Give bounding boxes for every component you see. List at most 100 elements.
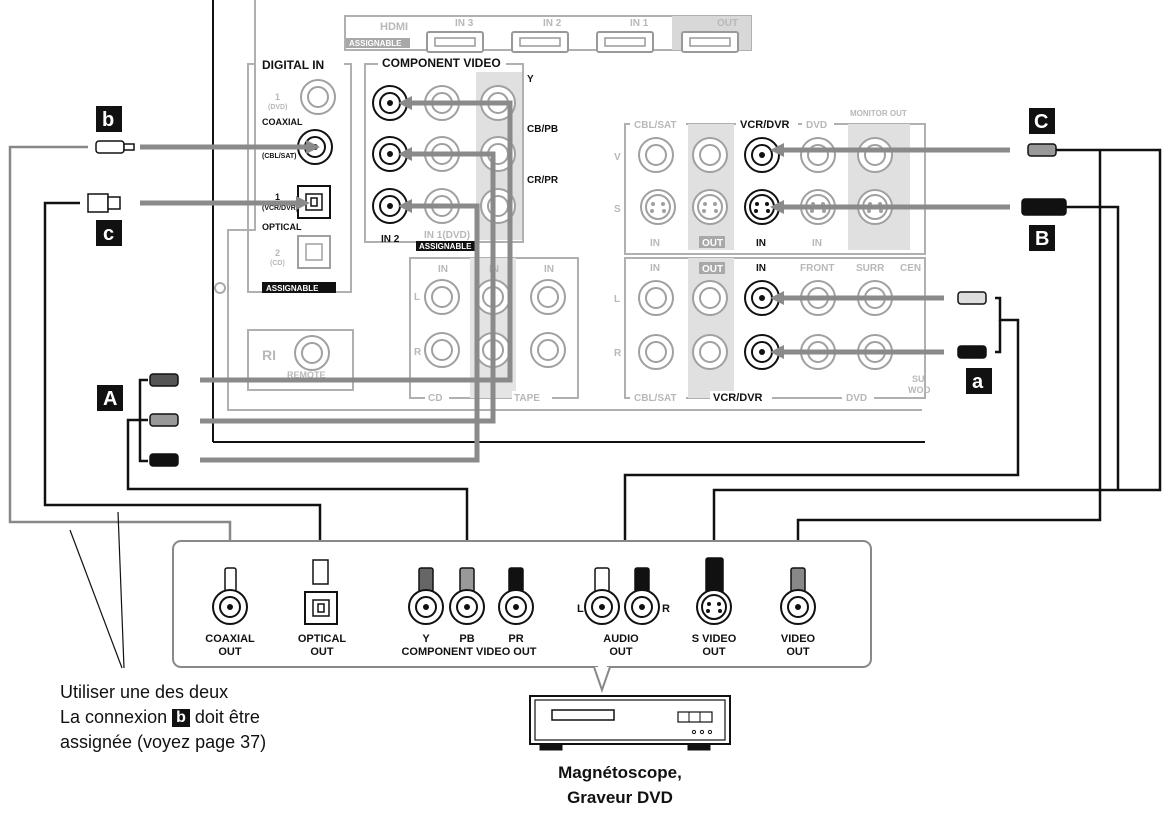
tape-in2-label: IN bbox=[544, 264, 554, 275]
coax1-jack bbox=[300, 79, 336, 115]
audio-out-label: OUT bbox=[702, 264, 723, 275]
plug-a-l bbox=[957, 291, 987, 305]
marker-A: A bbox=[103, 388, 117, 410]
video-in3-label: IN bbox=[812, 238, 822, 249]
arrow-component-pr bbox=[200, 203, 480, 463]
note-badge-b: b bbox=[172, 709, 190, 727]
optical-plug-c-tip bbox=[107, 196, 121, 210]
cblsat-audio-l-jack bbox=[638, 280, 674, 316]
audio-cblsat-label: CBL/SAT bbox=[634, 393, 677, 404]
video-in2-label: IN bbox=[756, 238, 766, 249]
marker-B: B bbox=[1035, 228, 1049, 250]
svideo-cable bbox=[1050, 205, 1120, 490]
note-line-2: La connexion b doit être bbox=[60, 705, 380, 730]
video-cable bbox=[712, 148, 1162, 558]
hdmi-in2-label: IN 2 bbox=[543, 18, 562, 29]
component-out-label: COMPONENT VIDEO OUT bbox=[401, 646, 536, 658]
audio-vcrdvr-label: VCR/DVR bbox=[713, 392, 763, 404]
plug-B bbox=[1021, 198, 1067, 216]
device-label-1: Magnétoscope, bbox=[558, 763, 682, 782]
device-video-jack bbox=[780, 589, 816, 625]
arrowheads bbox=[296, 96, 784, 359]
cable-lines bbox=[8, 145, 1162, 568]
cd-label: CD bbox=[428, 393, 442, 404]
plug-A-pr bbox=[149, 453, 179, 467]
vcr-video-out-jack bbox=[692, 137, 728, 173]
video-vcrdvr-label: VCR/DVR bbox=[740, 119, 790, 131]
optical-out-label-1: OPTICAL bbox=[298, 633, 347, 645]
monitor-video-jack bbox=[857, 137, 893, 173]
opt1-number: 1 bbox=[275, 192, 280, 202]
cblsat-audio-r-jack bbox=[638, 334, 674, 370]
coax-cbl-label: (CBL/SAT) bbox=[262, 153, 296, 160]
optical-label: OPTICAL bbox=[262, 222, 302, 232]
monitor-out-label: MONITOR OUT bbox=[850, 109, 907, 118]
cd-l-label: L bbox=[414, 292, 420, 303]
arrow-component-y bbox=[200, 100, 513, 383]
plug-A-pb bbox=[149, 413, 179, 427]
sub-label: SU bbox=[912, 374, 925, 384]
component-cb-label: CB/PB bbox=[527, 124, 558, 135]
optical2-port bbox=[297, 235, 331, 269]
hdmi-out-port bbox=[681, 31, 739, 53]
opt1-source: (VCR/DVR) bbox=[262, 205, 298, 212]
marker-C: C bbox=[1034, 111, 1048, 133]
component-cable bbox=[126, 418, 469, 568]
comp-in1-label: IN 1(DVD) bbox=[424, 230, 470, 241]
device-pb-label: PB bbox=[459, 633, 474, 645]
digital-assignable: ASSIGNABLE bbox=[266, 284, 319, 293]
cd-r-jack bbox=[424, 332, 460, 368]
opt2-number: 2 bbox=[275, 248, 280, 258]
front-label: FRONT bbox=[800, 263, 834, 274]
vcr-audio-out-l-jack bbox=[692, 280, 728, 316]
video-out-label-1: VIDEO bbox=[781, 633, 816, 645]
video-out-label: OUT bbox=[702, 238, 723, 249]
hdmi-in3-port bbox=[426, 31, 484, 53]
note-pointers bbox=[69, 511, 125, 669]
note-line-3: assignée (voyez page 37) bbox=[60, 732, 267, 752]
digital-in-title: DIGITAL IN bbox=[262, 58, 324, 72]
hdmi-in2-port bbox=[511, 31, 569, 53]
video-v-label: V bbox=[614, 152, 621, 163]
usage-note: Utiliser une des deux La connexion b doi… bbox=[60, 680, 380, 755]
device-l-label: L bbox=[577, 603, 584, 615]
coaxial-out-label-1: COAXIAL bbox=[205, 633, 255, 645]
optical-plug-c bbox=[87, 193, 109, 213]
video-dvd-label: DVD bbox=[806, 120, 827, 131]
device-r-label: R bbox=[662, 603, 670, 615]
video-input-block: CBL/SAT VCR/DVR DVD MONITOR OUT V S IN O… bbox=[614, 109, 926, 255]
device-audio-r-jack bbox=[624, 589, 660, 625]
audio-in2-label: IN bbox=[756, 263, 766, 274]
note-line-1: Utiliser une des deux bbox=[60, 682, 229, 702]
plugs bbox=[87, 140, 1067, 467]
optical-cable bbox=[43, 201, 322, 568]
device-audio-l-jack bbox=[584, 589, 620, 625]
surr-label: SURR bbox=[856, 263, 885, 274]
hdmi-in3-label: IN 3 bbox=[455, 18, 474, 29]
component-bundle bbox=[138, 378, 148, 463]
marker-a: a bbox=[972, 371, 984, 393]
receiver-panel bbox=[212, 0, 925, 443]
hdmi-assignable: ASSIGNABLE bbox=[349, 39, 402, 48]
device-y-jack bbox=[408, 589, 444, 625]
comp-assignable: ASSIGNABLE bbox=[419, 242, 472, 251]
coaxial-label: COAXIAL bbox=[262, 117, 303, 127]
cblsat-svideo-jack bbox=[640, 189, 676, 225]
hdmi-in1-label: IN 1 bbox=[630, 18, 649, 29]
device-y-label: Y bbox=[422, 633, 430, 645]
optical-out-label-2: OUT bbox=[310, 646, 334, 658]
audio-l-label: L bbox=[614, 294, 620, 305]
coaxial-out-label-2: OUT bbox=[218, 646, 242, 658]
tape-label: TAPE bbox=[514, 393, 540, 404]
hdmi-in1-port bbox=[596, 31, 654, 53]
vcr-video-in-jack bbox=[744, 137, 780, 173]
audio-r-label: R bbox=[614, 348, 622, 359]
vcr-device-icon bbox=[529, 695, 731, 751]
connection-markers: b c A C B a bbox=[96, 106, 1055, 411]
component-cr-label: CR/PR bbox=[527, 175, 559, 186]
video-out-label-2: OUT bbox=[786, 646, 810, 658]
opt2-source: (CD) bbox=[270, 260, 285, 267]
device-svideo-jack bbox=[696, 589, 732, 625]
arrow-component-pb bbox=[200, 151, 496, 424]
cd-r-label: R bbox=[414, 347, 422, 358]
